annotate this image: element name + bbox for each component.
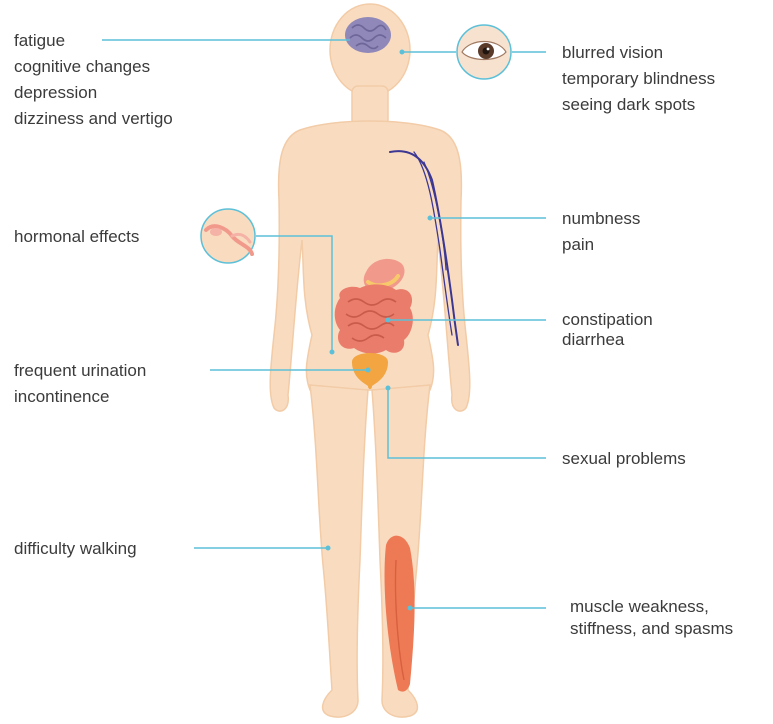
label-group-bladder: frequent urination incontinence (14, 358, 146, 410)
label-group-sexual: sexual problems (562, 446, 686, 472)
label-group-muscles: muscle weakness, stiffness, and spasms (570, 596, 733, 640)
symptom-label: fatigue (14, 28, 173, 54)
symptom-label: depression (14, 80, 173, 106)
symptom-label: seeing dark spots (562, 92, 715, 118)
symptom-label: diarrhea (562, 330, 653, 350)
ovary-icon (201, 209, 255, 263)
symptom-label: numbness (562, 206, 640, 232)
symptom-label: cognitive changes (14, 54, 173, 80)
intestine-icon (335, 284, 413, 353)
label-group-brain: fatigue cognitive changes depression diz… (14, 28, 173, 132)
label-group-walking: difficulty walking (14, 536, 137, 562)
symptom-label: blurred vision (562, 40, 715, 66)
symptom-label: stiffness, and spasms (570, 618, 733, 640)
symptom-label: incontinence (14, 384, 146, 410)
label-group-bowel: constipation diarrhea (562, 310, 653, 350)
label-group-hormones: hormonal effects (14, 224, 139, 250)
label-group-eyes: blurred vision temporary blindness seein… (562, 40, 715, 118)
symptom-label: hormonal effects (14, 224, 139, 250)
eye-icon (457, 25, 511, 79)
symptom-label: temporary blindness (562, 66, 715, 92)
label-group-nerves: numbness pain (562, 206, 640, 258)
symptom-label: difficulty walking (14, 536, 137, 562)
symptom-label: dizziness and vertigo (14, 106, 173, 132)
symptom-label: muscle weakness, (570, 596, 733, 618)
symptom-label: sexual problems (562, 446, 686, 472)
brain-icon (345, 17, 391, 53)
symptom-label: frequent urination (14, 358, 146, 384)
symptom-label: pain (562, 232, 640, 258)
symptom-label: constipation (562, 310, 653, 330)
